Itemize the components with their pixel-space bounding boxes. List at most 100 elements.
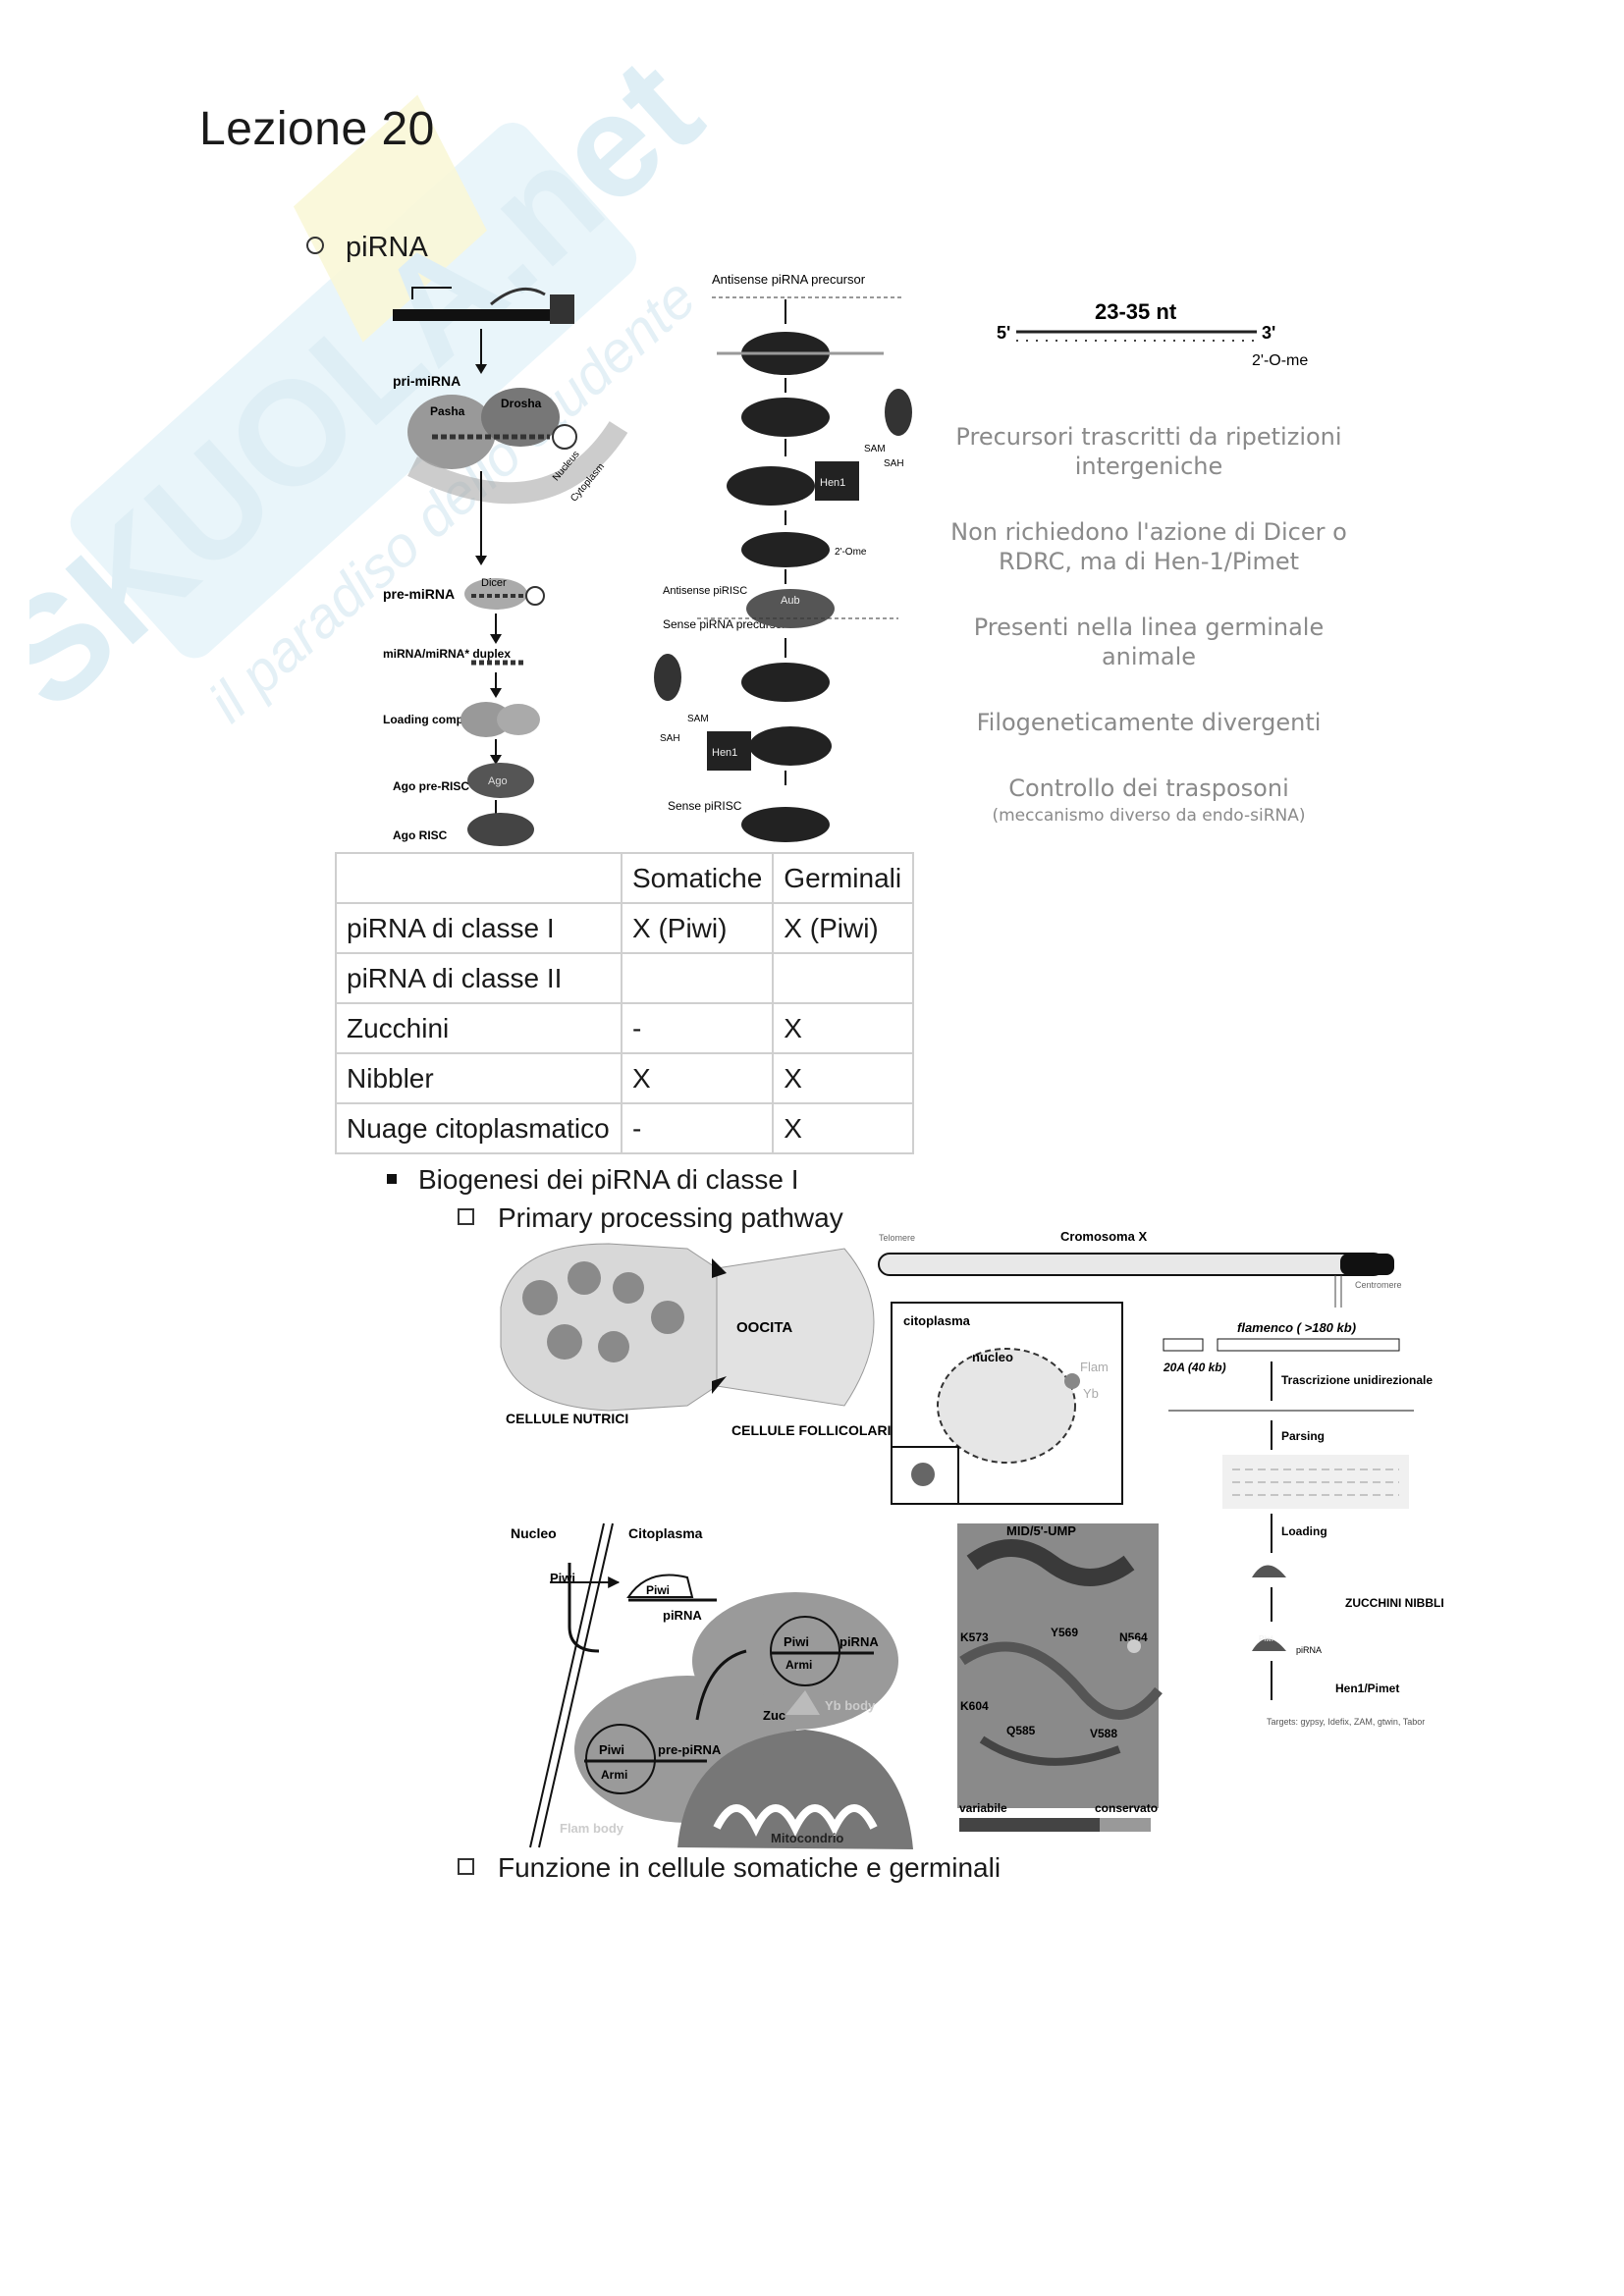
label-hen1-pimet: Hen1/Pimet [1335,1682,1399,1695]
table-header-row: Somatiche Germinali [335,852,915,904]
checkbox-bullet-icon [458,1208,474,1225]
table-cell: X [620,1052,775,1104]
mirna-pathway: pri-miRNA Pasha Drosha Nucleus Cytoplasm… [383,287,628,846]
label-variabile: variabile [959,1801,1007,1815]
label-pirna-1: piRNA [663,1608,702,1623]
table-cell [620,952,775,1004]
label-ago: Ago [488,775,508,787]
bullet-biogenesis: Biogenesi dei piRNA di classe I [387,1164,799,1196]
label-piwi-2: Piwi [646,1583,670,1597]
label-hen1-2: Hen1 [712,747,737,759]
protein-structure-panel: MID/5'-UMP K573 Y569 N564 K604 Q585 V588… [957,1523,1163,1832]
label-piwi-4: Piwi [599,1742,624,1757]
label-antisense-precursor: Antisense piRNA precursor [712,272,866,287]
label-loading-complex: Loading complex [383,713,480,726]
label-3prime: 3' [1262,323,1275,343]
table-cell: Nibbler [335,1052,623,1104]
label-cromosoma-x: Cromosoma X [1060,1229,1147,1244]
figure-pirna-vs-mirna: pri-miRNA Pasha Drosha Nucleus Cytoplasm… [383,272,1308,846]
label-n564: N564 [1119,1630,1148,1644]
label-pasha: Pasha [430,404,465,418]
egg-chamber-panel: OOCITA CELLULE NUTRICI CELLULE FOLLICOLA… [500,1243,892,1438]
label-oocita: OOCITA [736,1319,792,1336]
label-mitocondrio: Mitocondrio [771,1831,843,1845]
summary-note: (meccanismo diverso da endo-siRNA) [992,806,1306,826]
label-antisense-pirisc: Antisense piRISC [663,585,747,597]
label-cellule-follicolari: CELLULE FOLLICOLARI [731,1422,892,1438]
label-20a: 20A (40 kb) [1163,1361,1226,1374]
label-piwi-3: Piwi [784,1634,809,1649]
sub-item-primary-pathway: Primary processing pathway [458,1202,843,1234]
label-aub: Aub [781,595,800,607]
label-sam: SAM [864,444,886,454]
sub-item-function: Funzione in cellule somatiche e germinal… [458,1852,1001,1884]
pirna-summary-list: Precursori trascritti da ripetizioni int… [943,422,1355,826]
table-cell: X (Piwi) [620,902,775,954]
summary-point: Non richiedono l'azione di Dicer o RDRC,… [950,518,1347,575]
sub-item-label: Primary processing pathway [498,1202,843,1233]
label-sah-2: SAH [660,733,680,744]
table-header-cell [335,852,623,904]
table-row: piRNA di classe I X (Piwi) X (Piwi) [335,902,915,954]
label-loading: Loading [1281,1524,1327,1538]
label-hen1: Hen1 [820,477,845,489]
label-flam: Flam [1080,1360,1109,1374]
circle-bullet-icon [306,237,324,255]
label-citoplasma-panel: citoplasma [903,1313,971,1328]
label-nucleo: Nucleo [511,1525,557,1541]
table-cell: piRNA di classe I [335,902,623,954]
label-dicer: Dicer [481,577,507,589]
summary-point: Filogeneticamente divergenti [976,709,1322,736]
label-zucchini-nibbler: ZUCCHINI NIBBLER [1345,1596,1443,1610]
piwi-pathway-cartoon: Nucleo Citoplasma Piwi Piwi piRNA Piwi A… [511,1522,913,1849]
flamenco-locus-diagram: 20A (40 kb) flamenco ( >180 kb) Trascriz… [1163,1320,1443,1727]
checkbox-bullet-icon [458,1858,474,1875]
label-ago-risc: Ago RISC [393,828,448,842]
table-row: Nuage citoplasmatico - X [335,1102,915,1154]
comparison-table: Somatiche Germinali piRNA di classe I X … [335,852,915,1154]
table-row: Nibbler X X [335,1052,915,1104]
label-armi-1: Armi [785,1658,812,1672]
label-parsing: Parsing [1281,1429,1325,1443]
summary-point: Controllo dei trasposoni [1008,774,1289,802]
table-header-cell: Somatiche [620,852,775,904]
label-mid-5ump: MID/5'-UMP [1006,1523,1076,1538]
summary-point: Presenti nella linea germinale animale [973,614,1325,670]
label-v588: V588 [1090,1727,1117,1740]
label-y569: Y569 [1051,1626,1078,1639]
table-cell: X [772,1002,915,1054]
label-yb-body: Yb body [825,1698,876,1713]
label-2ome: 2'-Ome [835,547,867,558]
table-row: Zucchini - X [335,1002,915,1054]
label-armi-2: Armi [601,1768,627,1782]
table-cell: - [620,1102,775,1154]
table-row: piRNA di classe II [335,952,915,1004]
label-zuc: Zuc [763,1708,785,1723]
label-flam-body: Flam body [560,1821,624,1836]
label-q585: Q585 [1006,1724,1036,1737]
page-title: Lezione 20 [199,103,435,155]
figure-primary-processing: OOCITA CELLULE NUTRICI CELLULE FOLLICOLA… [500,1229,1443,1849]
table-cell: X [772,1102,915,1154]
label-length: 23-35 nt [1095,299,1177,324]
bullet-biogenesis-label: Biogenesi dei piRNA di classe I [418,1164,799,1195]
pirna-table: Somatiche Germinali piRNA di classe I X … [335,852,915,1154]
bullet-pirna-label: piRNA [346,232,428,263]
table-cell: piRNA di classe II [335,952,623,1004]
label-telomere: Telomere [879,1233,915,1243]
bullet-pirna: piRNA [306,232,428,264]
label-centromere: Centromere [1355,1280,1402,1290]
label-pre-mirna: pre-miRNA [383,586,455,602]
label-5prime: 5' [997,323,1010,343]
label-citoplasma: Citoplasma [628,1525,703,1541]
label-targets: Targets: gypsy, Idefix, ZAM, gtwin, Tabo… [1267,1717,1425,1727]
table-cell: X (Piwi) [772,902,915,954]
sub-item-label: Funzione in cellule somatiche e germinal… [498,1852,1001,1883]
table-cell: X [772,1052,915,1104]
label-ago-pre-risc: Ago pre-RISC [393,779,469,793]
chromosome-diagram: Telomere Cromosoma X Centromere [878,1229,1402,1308]
label-drosha: Drosha [501,397,542,410]
label-duplex: miRNA/miRNA* duplex [383,647,511,661]
table-cell: Nuage citoplasmatico [335,1102,623,1154]
label-sam-2: SAM [687,714,709,724]
